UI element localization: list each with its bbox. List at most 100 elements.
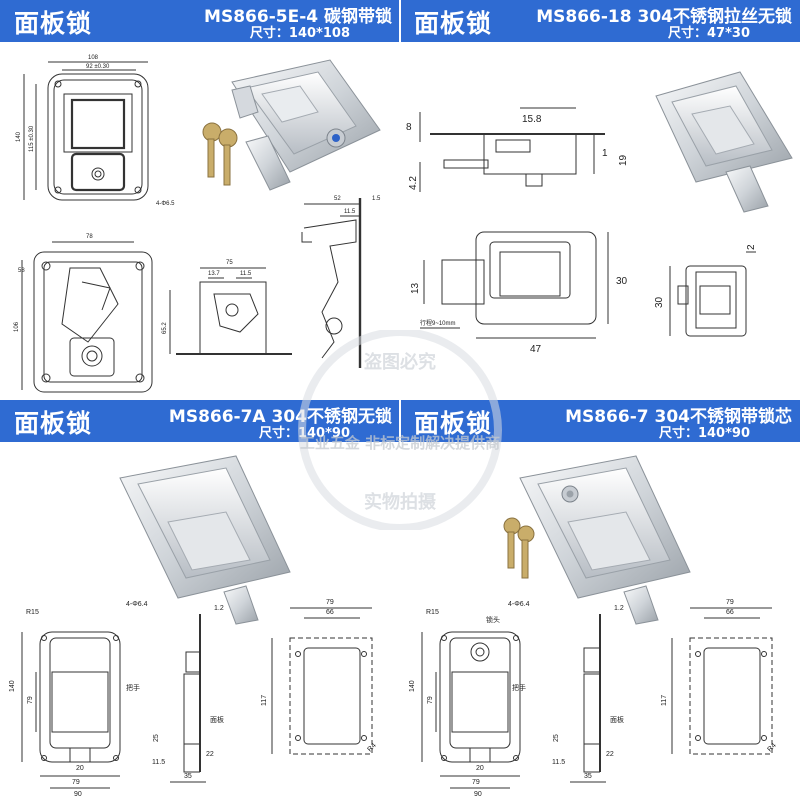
dim-label: 11.5 — [152, 759, 165, 766]
dim-label: 66 — [326, 609, 334, 616]
panel-size: 尺寸：140*108 — [249, 26, 350, 41]
front-view-drawing — [21, 631, 121, 789]
mechanism-side-drawing — [169, 267, 292, 355]
dim-label: 1.5 — [372, 196, 381, 202]
panel-ms866-7: 面板锁 MS866-7 304不锈钢带锁芯 尺寸：140*90 — [400, 400, 800, 800]
panel-model: MS866-7 304不锈钢带锁芯 — [565, 407, 792, 427]
dim-label: 1 — [602, 148, 608, 159]
side-view-drawing — [419, 107, 605, 192]
dim-label: 35 — [584, 773, 592, 780]
panel-banner: 面板锁 MS866-7A 304不锈钢无锁 尺寸：140*90 — [0, 400, 400, 442]
dim-label: 面板 — [610, 715, 624, 724]
dim-label: 140 — [9, 680, 16, 692]
dim-label: 35 — [184, 773, 192, 780]
dim-label: 20 — [76, 765, 84, 772]
dim-label: 1.2 — [214, 605, 224, 612]
dim-label: 20 — [476, 765, 484, 772]
dim-label: 78 — [86, 234, 93, 240]
dim-label: 75 — [226, 260, 233, 266]
dim-label: 90 — [74, 791, 82, 798]
dim-label: 106 — [14, 321, 20, 332]
panel-banner: 面板锁 MS866-5E-4 碳钢带锁 尺寸：140*108 — [0, 0, 400, 42]
dim-label: 79 — [72, 779, 80, 786]
dim-label: 22 — [206, 751, 214, 758]
dim-label: R15 — [26, 609, 39, 616]
dim-label: 79 — [472, 779, 480, 786]
dim-label: 15.8 — [522, 114, 542, 125]
front-view-drawing — [420, 231, 609, 339]
dim-label: 4-Φ6.4 — [126, 601, 148, 608]
dim-label: 4.2 — [408, 176, 419, 190]
panel-ms866-7a: 面板锁 MS866-7A 304不锈钢无锁 尺寸：140*90 R15 4-Φ6… — [0, 400, 400, 800]
panel-divider — [399, 0, 401, 800]
lock-photo — [503, 455, 691, 625]
dim-label: 4-Φ6.4 — [508, 601, 530, 608]
dim-label: R4 — [766, 742, 777, 753]
panel-title: 面板锁 — [414, 9, 493, 38]
panel-size: 尺寸：47*30 — [668, 26, 750, 41]
panel-model: MS866-18 304不锈钢拉丝无锁 — [536, 7, 792, 27]
dim-label: 19 — [618, 154, 629, 166]
lock-photo — [655, 71, 793, 213]
panel-3-drawings: R15 4-Φ6.4 140 79 把手 20 79 90 1.2 25 面板 … — [9, 455, 378, 798]
dim-label: 66 — [726, 609, 734, 616]
dim-label: 8 — [406, 122, 412, 133]
panel-size: 尺寸：140*90 — [258, 426, 350, 441]
panel-banner: 面板锁 MS866-7 304不锈钢带锁芯 尺寸：140*90 — [400, 400, 800, 442]
dim-label: 11.5 — [344, 209, 356, 215]
dim-label: 把手 — [126, 683, 140, 692]
lock-photo — [202, 59, 381, 191]
dim-label: 117 — [661, 695, 668, 706]
front-view-drawing — [23, 61, 149, 201]
dim-label: 把手 — [512, 683, 526, 692]
dim-label: 79 — [427, 696, 434, 704]
keys-icon — [202, 122, 238, 186]
dim-label: 11.5 — [240, 271, 252, 277]
panel-4-drawings: R15 4-Φ6.4 锁头 140 79 把手 20 79 90 1.2 25 … — [409, 455, 778, 798]
dim-label: 11.5 — [552, 759, 565, 766]
keys-icon — [503, 517, 535, 579]
panel-2-drawings: 15.8 8 1 19 4.2 13 30 47 行程9~10mm — [406, 71, 793, 355]
dim-label: 47 — [530, 344, 542, 355]
lock-photo — [119, 455, 291, 625]
dim-label: 92 ±0.30 — [86, 64, 110, 70]
panel-cutout-drawing — [671, 607, 773, 755]
panel-1-drawings: 108 92 ±0.30 140 115 ±0.30 4-Φ6.5 — [14, 55, 381, 393]
dim-label: R15 — [426, 609, 439, 616]
dim-label: 140 — [409, 680, 416, 692]
panel-banner: 面板锁 MS866-18 304不锈钢拉丝无锁 尺寸：47*30 — [400, 0, 800, 42]
side-view-drawing — [170, 614, 206, 783]
dim-label: 115 ±0.30 — [29, 125, 35, 152]
dim-label: R4 — [366, 742, 377, 753]
dim-label: 58 — [18, 268, 25, 274]
panel-ms866-18: 面板锁 MS866-18 304不锈钢拉丝无锁 尺寸：47*30 15.8 8 … — [400, 0, 800, 400]
panel-title: 面板锁 — [14, 9, 93, 38]
dim-label: 22 — [606, 751, 614, 758]
dim-label: 13 — [410, 282, 421, 294]
side-view-drawing — [570, 614, 606, 783]
end-view-drawing — [669, 251, 756, 337]
dim-label: 25 — [153, 734, 160, 742]
dim-label: 30 — [616, 276, 628, 287]
panel-size: 尺寸：140*90 — [658, 426, 750, 441]
dim-label: 117 — [261, 695, 268, 706]
dim-label: 79 — [726, 599, 734, 606]
dim-label: 2 — [746, 244, 757, 250]
dim-label: 30 — [654, 296, 665, 308]
panel-ms866-5e-4: 面板锁 MS866-5E-4 碳钢带锁 尺寸：140*108 10 — [0, 0, 400, 400]
dim-label: 25 — [553, 734, 560, 742]
dim-label: 1.2 — [614, 605, 624, 612]
dim-label: 52 — [334, 196, 341, 202]
dim-label: 90 — [474, 791, 482, 798]
front-view-drawing — [421, 631, 521, 789]
dim-label: 13.7 — [208, 271, 220, 277]
dim-label: 79 — [27, 696, 34, 704]
dim-label: 108 — [88, 55, 99, 61]
panel-cutout-drawing — [271, 607, 373, 755]
panel-title: 面板锁 — [414, 409, 493, 438]
dim-label: 140 — [16, 131, 22, 142]
dim-label: 4-Φ6.5 — [156, 201, 175, 207]
dim-label: 65.2 — [162, 322, 168, 334]
panel-title: 面板锁 — [14, 409, 93, 438]
back-view-drawing — [21, 241, 153, 393]
